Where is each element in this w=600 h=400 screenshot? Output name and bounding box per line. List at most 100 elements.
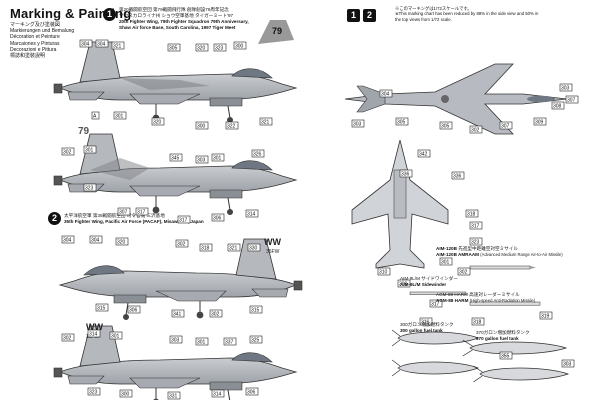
legend-tank370: 370ガロン増加燃料タンク 370 gallon fuel tank (476, 330, 530, 341)
tiger-tail-art: 79 (258, 20, 294, 44)
callout-tag: 325 (249, 335, 263, 344)
callout-number: 300 (399, 282, 408, 288)
callout-tag: 336 (399, 169, 413, 178)
callout-tag: 315 (249, 305, 263, 314)
callout-tag: 301 (109, 331, 123, 340)
language-label: マーキング及び塗装図 (10, 22, 60, 28)
callout-tag: 323 (83, 183, 97, 192)
aim-9-illustration (409, 291, 467, 295)
callout-number: 300 (235, 44, 244, 50)
callout-number: 318 (467, 212, 476, 218)
callout-number: 320 (117, 240, 126, 246)
f16-side-view-1 (53, 41, 297, 124)
callout-number: 336 (453, 174, 462, 180)
callout-tag: 317 (135, 207, 149, 216)
callout-tag: 317 (469, 221, 483, 230)
callout-number: 303 (171, 338, 180, 344)
section-2-caption: 太平洋航空軍 第35戦闘航空団 司令官機 三沢基地 35th Fighter W… (64, 213, 204, 225)
callout-tag: 323 (469, 237, 483, 246)
language-label: Decorazioni e Pittura (10, 46, 57, 53)
callout-number: 345 (171, 156, 180, 162)
callout-number: 302 (63, 150, 72, 156)
callout-tag: 330 (247, 243, 261, 252)
callout-tag: 302 (175, 239, 189, 248)
view-badge-1: 1 (347, 9, 360, 22)
callout-number: 307 (567, 98, 576, 104)
callout-tag: 314 (87, 329, 101, 338)
callout-tag: 320 (195, 43, 209, 52)
legend-jp: AIM-9L/M サイドワインダー (400, 276, 458, 281)
callout-number: 305 (397, 120, 406, 126)
callout-tag: 303 (195, 155, 209, 164)
callout-number: 320 (197, 46, 206, 52)
callout-number: 302 (211, 312, 220, 318)
callout-tag: 321 (111, 41, 125, 50)
callout-number: 342 (419, 152, 428, 158)
section-1-en-line: Shaw Air force Base, South Carolina, 199… (119, 25, 236, 30)
legend-sub: (Advanced Medium Range Air-to-Air Missil… (480, 252, 563, 257)
callout-number: 304 (97, 42, 106, 48)
callout-tag: 302 (469, 125, 483, 134)
callout-tag: 306 (245, 387, 259, 396)
callout-tag: 342 (417, 149, 431, 158)
callout-tag: 301 (113, 111, 127, 120)
section-1-badge: 1 (103, 8, 116, 21)
callout-tag: 300 (119, 389, 133, 398)
callout-tag: 309 (533, 117, 547, 126)
legend-en: 300 gallon fuel tank (400, 328, 443, 333)
callout-number: 323 (85, 186, 94, 192)
callout-number: 302 (459, 270, 468, 276)
tank-370-illustration (462, 339, 567, 357)
callout-number: 314 (213, 392, 222, 398)
callout-tag: A (91, 111, 100, 120)
legend-en: AGM-88 HARM (436, 298, 469, 303)
store-number-tag: 303 (561, 359, 575, 368)
language-list: マーキング及び塗装図 Markierungen und Bemalung Déc… (10, 22, 74, 59)
callout-number: 301 (441, 260, 450, 266)
callout-number: 310 (379, 270, 388, 276)
legend-tank300: 300ガロン増加燃料タンク 300 gallon fuel tank (400, 322, 454, 333)
callout-tag: 301 (195, 337, 209, 346)
callout-number: 325 (251, 338, 260, 344)
store-number-tag: 355 (499, 351, 513, 360)
section-1-en-line: 20th Fighter Wing, 79th Fighter Squadron… (119, 19, 249, 24)
callout-tag: 302 (61, 147, 75, 156)
callout-tag: 303 (169, 335, 183, 344)
view-badge-2: 2 (363, 9, 376, 22)
callout-number: 305 (169, 46, 178, 52)
callout-tag: 315 (95, 303, 109, 312)
callout-tag: 304 (95, 39, 109, 48)
callout-tag: 322 (225, 121, 239, 130)
callout-tag: 301 (439, 257, 453, 266)
callout-number: 306 (213, 216, 222, 222)
callout-tag: 321 (227, 243, 241, 252)
callout-number: 314 (247, 212, 256, 218)
callout-number: 318 (201, 246, 210, 252)
callout-tag: 314 (211, 389, 225, 398)
callout-number: 326 (253, 152, 262, 158)
callout-number: 336 (401, 172, 410, 178)
callout-tag: 304 (89, 235, 103, 244)
callout-tag: 304 (379, 89, 393, 98)
callout-tag: 307 (565, 95, 579, 104)
legend-en: AIM-120B AMRAAM (436, 252, 479, 257)
callout-tag: 331 (167, 391, 181, 400)
callout-number: 305 (441, 124, 450, 130)
section-2-badge: 2 (48, 212, 61, 225)
callout-tag: 321 (259, 117, 273, 126)
callout-tag: 336 (451, 171, 465, 180)
callout-number: 317 (137, 210, 146, 216)
callout-number: 306 (129, 308, 138, 314)
callout-number: 322 (227, 124, 236, 130)
legend-en: 370 gallon fuel tank (476, 336, 519, 341)
callout-tag: 301 (83, 145, 97, 154)
callout-number: 302 (63, 336, 72, 342)
scale-note-line: ※This marking chart has been reduced by … (395, 11, 539, 17)
callout-tag: 304 (61, 235, 75, 244)
legend-aim120: AIM-120B 先進型中距離空対空ミサイル AIM-120B AMRAAM (… (436, 246, 563, 257)
callout-number: 303 (353, 122, 362, 128)
callout-number: 301 (85, 148, 94, 154)
callout-tag: 303 (559, 83, 573, 92)
